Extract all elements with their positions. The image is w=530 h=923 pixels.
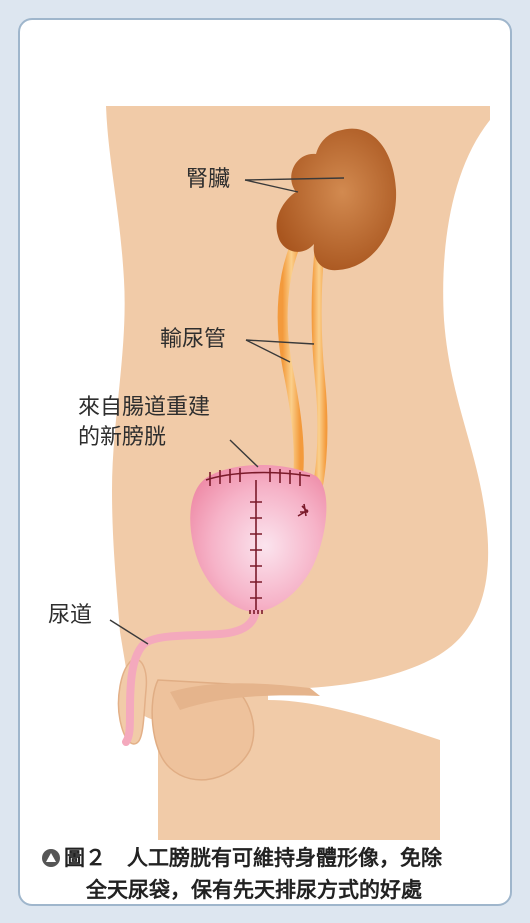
label-neobladder-line1: 來自腸道重建	[78, 394, 210, 422]
label-urethra: 尿道	[48, 602, 92, 630]
figure-number: 圖２	[64, 846, 106, 870]
caption-line-1: 圖２ 人工膀胱有可維持身體形像，免除	[42, 842, 512, 874]
triangle-icon	[42, 849, 60, 867]
caption-text-1: 人工膀胱有可維持身體形像，免除	[127, 846, 442, 870]
figure-caption: 圖２ 人工膀胱有可維持身體形像，免除 全天尿袋，保有先天排尿方式的好處	[42, 842, 512, 906]
label-ureter: 輸尿管	[160, 326, 226, 354]
caption-line-2: 全天尿袋，保有先天排尿方式的好處	[42, 874, 512, 906]
label-kidney: 腎臟	[186, 166, 230, 194]
label-neobladder-line2: 的新膀胱	[78, 424, 166, 452]
figure-card: 腎臟 輸尿管 來自腸道重建 的新膀胱 尿道 圖２ 人工膀胱有可維持身體形像，免除…	[18, 18, 512, 906]
